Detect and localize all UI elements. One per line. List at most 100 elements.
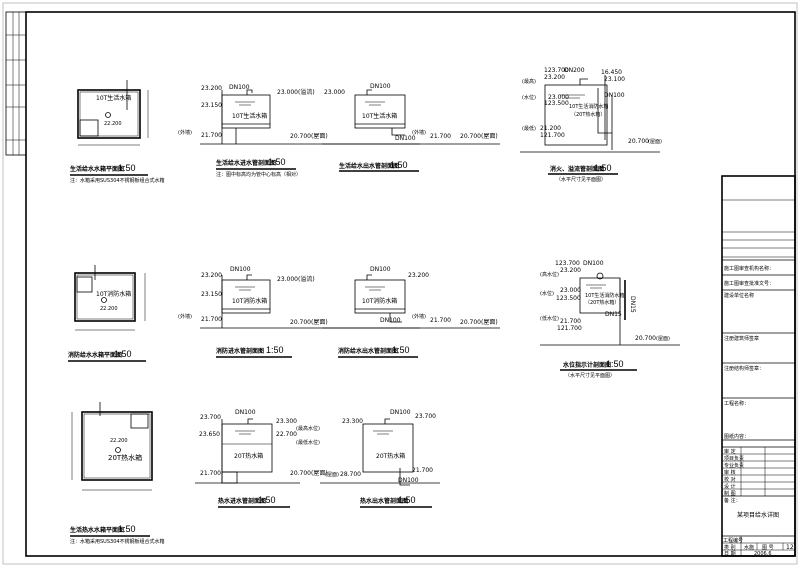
pipe-size-label: DN100 [398,477,419,484]
elevation-label: 21.700 [560,318,581,325]
title-block-row-label: 施工图审查机构名称： [724,265,774,272]
section-title: 消火、溢流管剖面图 [550,165,604,173]
plan-note: 注：水箱采用SUS304不锈钢板组合式水箱 [70,177,165,184]
scale-label: 1:50 [266,345,284,355]
elevation-label: 21.200 [540,125,561,132]
elevation-label: 23.700 [415,413,436,420]
elevation-label: 23.150 [201,291,222,298]
elevation-label: 21.700 [430,133,451,140]
level-label: (最低) [522,125,536,132]
role-label: 校 对 [724,476,736,483]
elevation-label: 22.200 [110,438,128,444]
elevation-label: 23.200 [201,272,222,279]
role-label: 备 注： [724,497,741,504]
elevation-label: 20.700 [628,138,649,145]
elevation-label: 16.450 [601,69,622,76]
scale-label: 1:50 [398,495,416,505]
elevation-label: 20.700(屋面) [290,133,328,140]
category-label: 类 别 [724,544,736,551]
date-label: 日 期 [724,551,736,557]
section-title: 水位指示计剖面图 [563,361,611,369]
elevation-label: 21.700 [200,470,221,477]
section-overflow: 123.700 DN200 23.200 (最高) 23.000 (水位) 12… [520,67,662,183]
tank-label: 20T热水箱 [376,452,405,460]
elevation-label: 123.500 [544,100,569,107]
elevation-label: 23.150 [201,102,222,109]
section-domestic-outlet: DN100 23.000 DN100 10T生活水箱 生活给水出水管剖面图 1:… [322,83,420,172]
scale-label: 1:50 [606,359,624,369]
elevation-label: 23.200 [408,272,429,279]
title-block-row-label: 施工图审查批准文号： [724,280,774,287]
pipe-size-label: DN100 [395,135,416,142]
elevation-label: 123.500 [556,295,581,302]
level-label: (屋面) [648,139,662,145]
section-domestic-inlet: DN100 23.200 23.150 23.000(溢流) 21.700 20… [178,84,420,178]
tank-label: 20T热水箱 [108,453,142,462]
elevation-label: 20.700(屋面) [460,133,498,140]
title-block: 施工图审查机构名称： 施工图审查批准文号： 建设单位名称 注册建筑师签章 注册结… [721,175,796,557]
level-label: (水位) [522,94,536,101]
section-title: 消防进水管剖面图 [216,347,264,355]
plan-title: 消防给水水箱平面图 [68,351,122,359]
tank-label: 10T消防水箱 [232,297,267,305]
section-domestic-outlet-right: 21.700 20.700(屋面) (外墙) [412,129,500,145]
elevation-label: 23.000(溢流) [277,275,315,283]
scale-label: 1:50 [118,524,136,534]
level-label: (最低水位) [296,439,320,446]
elevation-label: 20.700 [635,335,656,342]
sheet-label: 图 号 [762,545,774,551]
scale-label: 1:50 [390,160,408,170]
title-block-row-label: 注册建筑师签章 [724,335,759,342]
elevation-label: 21.700 [430,317,451,324]
section-level-indicator: 123.700 DN100 23.200 (高水位) 23.000 (水位) 1… [540,260,680,379]
elevation-label: 23.100 [604,76,625,83]
role-label: 专业负责 [724,462,744,469]
section-note: （水平尺寸见平面图） [565,372,615,379]
plan-domestic-water-tank: 10T生活水箱 22.200 生活给水水箱平面图 1:50 注：水箱采用SUS3… [70,80,165,184]
drawing-name: 某项目给水详图 [737,511,779,519]
role-label: 设 计 [724,483,736,490]
level-label: (屋面) [656,336,670,342]
scale-label: 1:50 [258,495,276,505]
pipe-size-label: DN100 [230,266,251,273]
pipe-size-label: DN15 [605,311,622,318]
side-label: (外墙) [178,313,192,320]
elevation-label: 23.000(溢流) [277,88,315,96]
category-value: 水施 [744,544,754,551]
pipe-size-label: DN100 [370,83,391,90]
scale-label: 1:50 [114,349,132,359]
elevation-label: 20.700(屋面) [460,319,498,326]
section-hot-inlet: DN100 23.700 23.650 23.300 (最高水位) 22.700… [195,409,328,508]
level-label: (水位) [540,290,554,297]
tank-label: 10T生活水箱 [362,112,397,120]
pipe-size-label: DN100 [583,260,604,267]
role-label: 项目负责 [724,455,744,462]
elevation-label: 123.700 [544,67,569,74]
elevation-label: 21.700 [412,467,433,474]
elevation-label: 20.700(屋面) [290,470,328,477]
elevation-label: 23.000 [324,89,345,96]
elevation-label: 28.700 [340,471,361,478]
scale-label: 1:50 [268,157,286,167]
tank-label: 10T消防水箱 [362,297,397,305]
pipe-size-label: DN15 [629,296,636,313]
role-label: 审 定 [724,448,736,455]
side-label: (外墙) [412,129,426,136]
section-fire-inlet: DN100 23.200 23.150 23.000(溢流) 21.700 20… [178,266,420,358]
elevation-label: 20.700(屋面) [290,319,328,326]
section-title: 热水进水管剖面图 [218,497,266,505]
elevation-label: 23.200 [201,85,222,92]
scale-label: 1:50 [118,163,136,173]
tank-label: 20T热水箱 [234,452,263,460]
tank-label: 10T生活水箱 [232,112,267,120]
title-block-row-label: 图纸内容： [724,433,749,440]
elevation-label: 21.700 [201,316,222,323]
plan-fire-water-tank: 10T消防水箱 22.200 消防给水水箱平面图 1:50 [68,265,146,362]
section-note: （水平尺寸见平面图） [556,176,606,183]
elevation-label: 23.200 [544,74,565,81]
elevation-label: 123.700 [555,260,580,267]
drawing-frame [25,11,796,557]
title-block-row-label: 建设单位名称 [724,292,754,299]
pipe-size-label: DN100 [604,92,625,99]
